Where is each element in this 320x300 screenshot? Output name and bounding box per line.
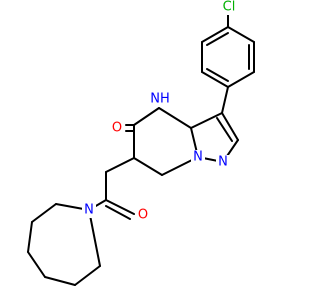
ketone-oxygen-label: O [112,121,122,136]
atom-nh: NH [149,92,171,107]
azepane-nitrogen-label: N [84,203,94,218]
atom-azepane-nitrogen: N [82,203,96,218]
atom-pyrazole-bridge-nitrogen: N [191,150,205,165]
atom-labels: Cl NH O N N O N [82,0,240,223]
atom-ketone-oxygen: O [110,121,124,136]
atom-amide-oxygen: O [136,208,150,223]
bond [227,26,255,43]
bond [206,68,229,82]
bond [105,157,135,173]
bond [201,26,229,43]
bond [105,205,131,220]
bond [201,71,229,88]
bond [158,107,192,129]
bond [221,86,229,114]
atom-pyrazole-nitrogen: N [216,155,230,170]
bond [105,199,135,215]
bond [133,157,163,176]
pyrazole-nitrogen-label: N [218,155,228,170]
chemical-structure-diagram: Cl NH O N N O N [27,0,255,286]
bond [227,71,255,88]
pyrazole-bridge-nitrogen-label: N [193,150,203,165]
amide-oxygen-label: O [138,208,148,223]
bonds [27,11,255,286]
bond [27,221,33,253]
bond [31,203,57,223]
bond [206,32,229,46]
atom-chlorine: Cl [218,0,240,15]
bond [74,265,101,286]
bond [88,209,101,267]
bond [27,251,46,278]
bond [216,117,233,142]
bond [221,112,239,141]
bond [44,276,76,286]
bond [133,107,160,126]
bond [190,112,223,129]
nh-label: NH [150,92,170,107]
chlorine-label: Cl [223,0,236,15]
